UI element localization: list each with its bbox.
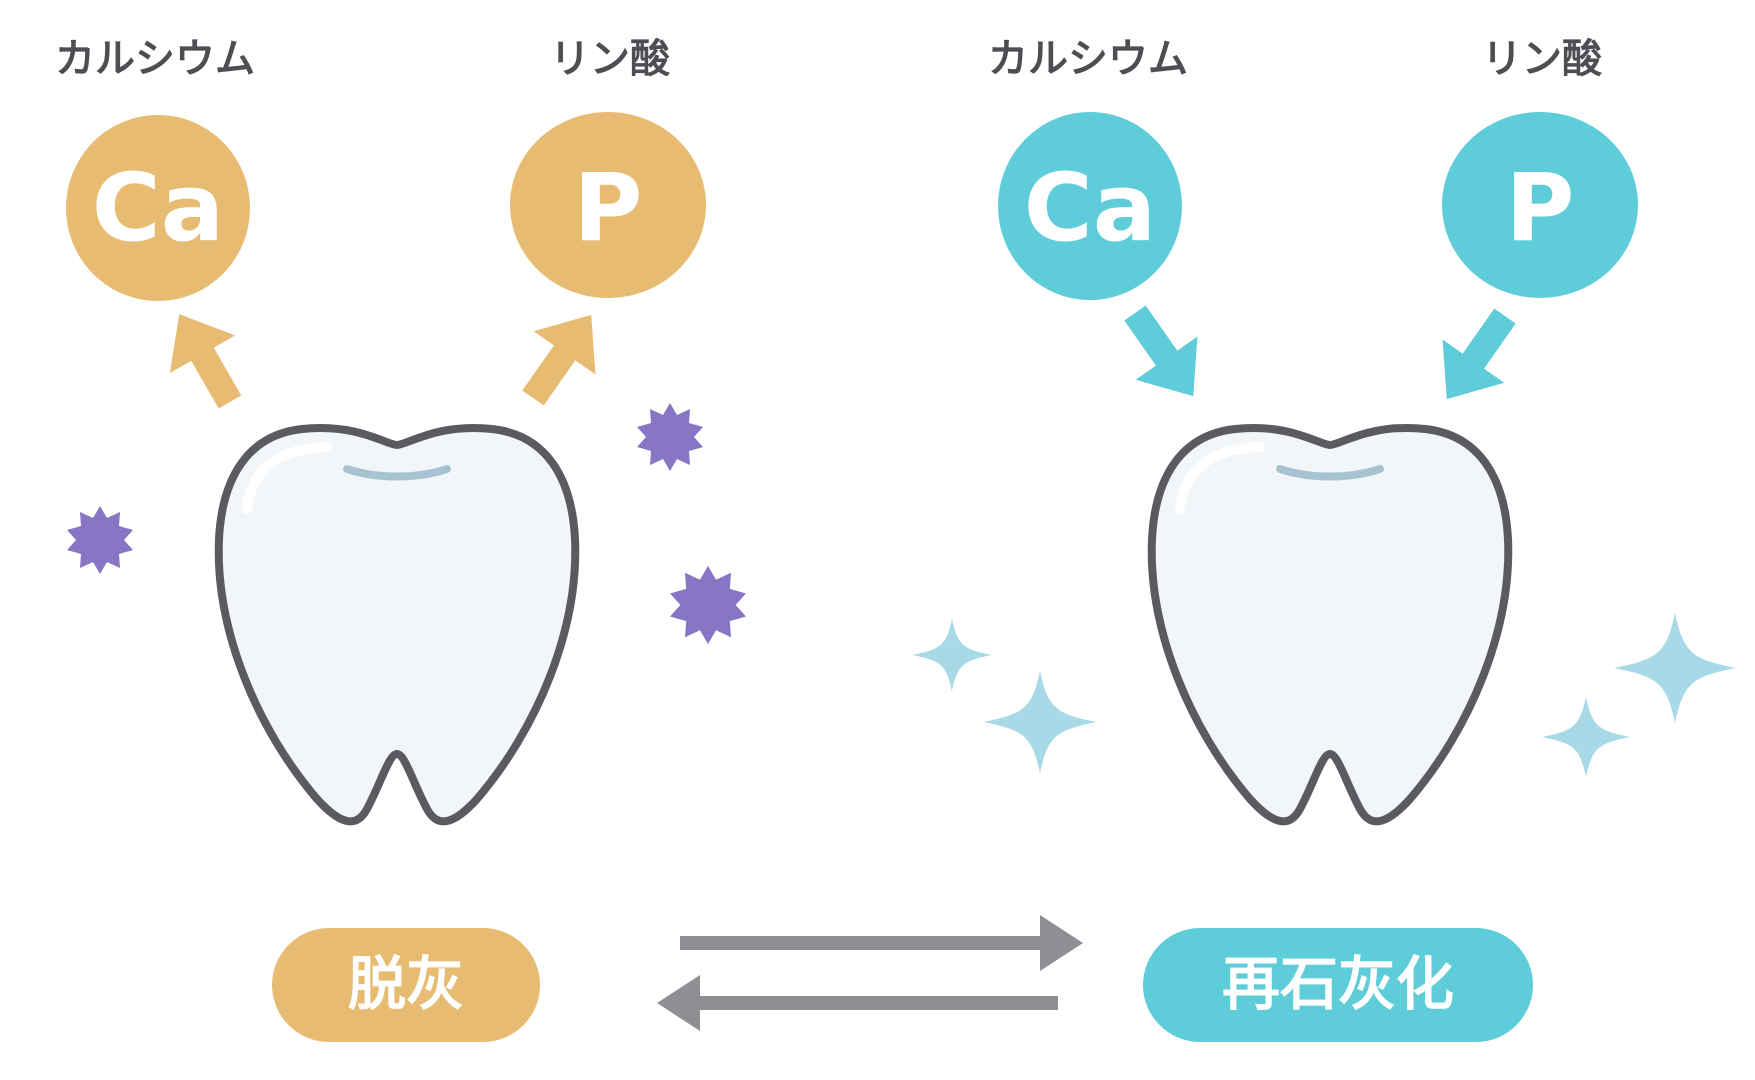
demineralization-badge: 脱灰 bbox=[272, 928, 540, 1042]
phosphate-symbol: P bbox=[1506, 154, 1575, 263]
calcium-label: カルシウム bbox=[55, 36, 255, 82]
sparkle-icon bbox=[1541, 697, 1631, 777]
phosphate-symbol: P bbox=[574, 154, 643, 263]
remineralization-badge: 再石灰化 bbox=[1143, 928, 1533, 1042]
sparkle-icon bbox=[983, 670, 1097, 774]
remineralization-label: 再石灰化 bbox=[1222, 950, 1454, 1018]
sparkle-icon bbox=[1614, 612, 1736, 724]
calcium-outflow-arrow-icon bbox=[146, 295, 263, 421]
tooth-shine bbox=[343, 465, 451, 481]
bacteria-icon bbox=[670, 565, 746, 645]
tooth-icon bbox=[219, 428, 576, 821]
remineralization-panel: カルシウム リン酸 Ca P 再石灰化 bbox=[912, 36, 1736, 1042]
tooth-icon bbox=[1152, 428, 1509, 821]
calcium-ion-icon: Ca bbox=[998, 112, 1182, 300]
phosphate-outflow-arrow-icon bbox=[502, 293, 623, 420]
sparkle-icon bbox=[912, 618, 992, 692]
calcium-label: カルシウム bbox=[988, 36, 1188, 82]
tooth-shine bbox=[1276, 465, 1384, 481]
demineralization-panel: カルシウム リン酸 Ca P 脱灰 bbox=[55, 36, 746, 1042]
bacteria-icon bbox=[67, 506, 133, 574]
bacteria-icon bbox=[637, 403, 703, 471]
phosphate-label: リン酸 bbox=[550, 36, 671, 82]
phosphate-inflow-arrow-icon bbox=[1415, 294, 1536, 421]
phosphate-label: リン酸 bbox=[1482, 36, 1603, 82]
calcium-inflow-arrow-icon bbox=[1104, 291, 1225, 418]
demineralization-label: 脱灰 bbox=[348, 950, 464, 1018]
equilibrium-arrows-icon bbox=[657, 915, 1083, 1031]
phosphate-ion-icon: P bbox=[1442, 112, 1638, 298]
phosphate-ion-icon: P bbox=[510, 112, 706, 298]
calcium-ion-icon: Ca bbox=[66, 115, 250, 301]
calcium-symbol: Ca bbox=[1024, 154, 1156, 263]
calcium-symbol: Ca bbox=[92, 154, 224, 263]
